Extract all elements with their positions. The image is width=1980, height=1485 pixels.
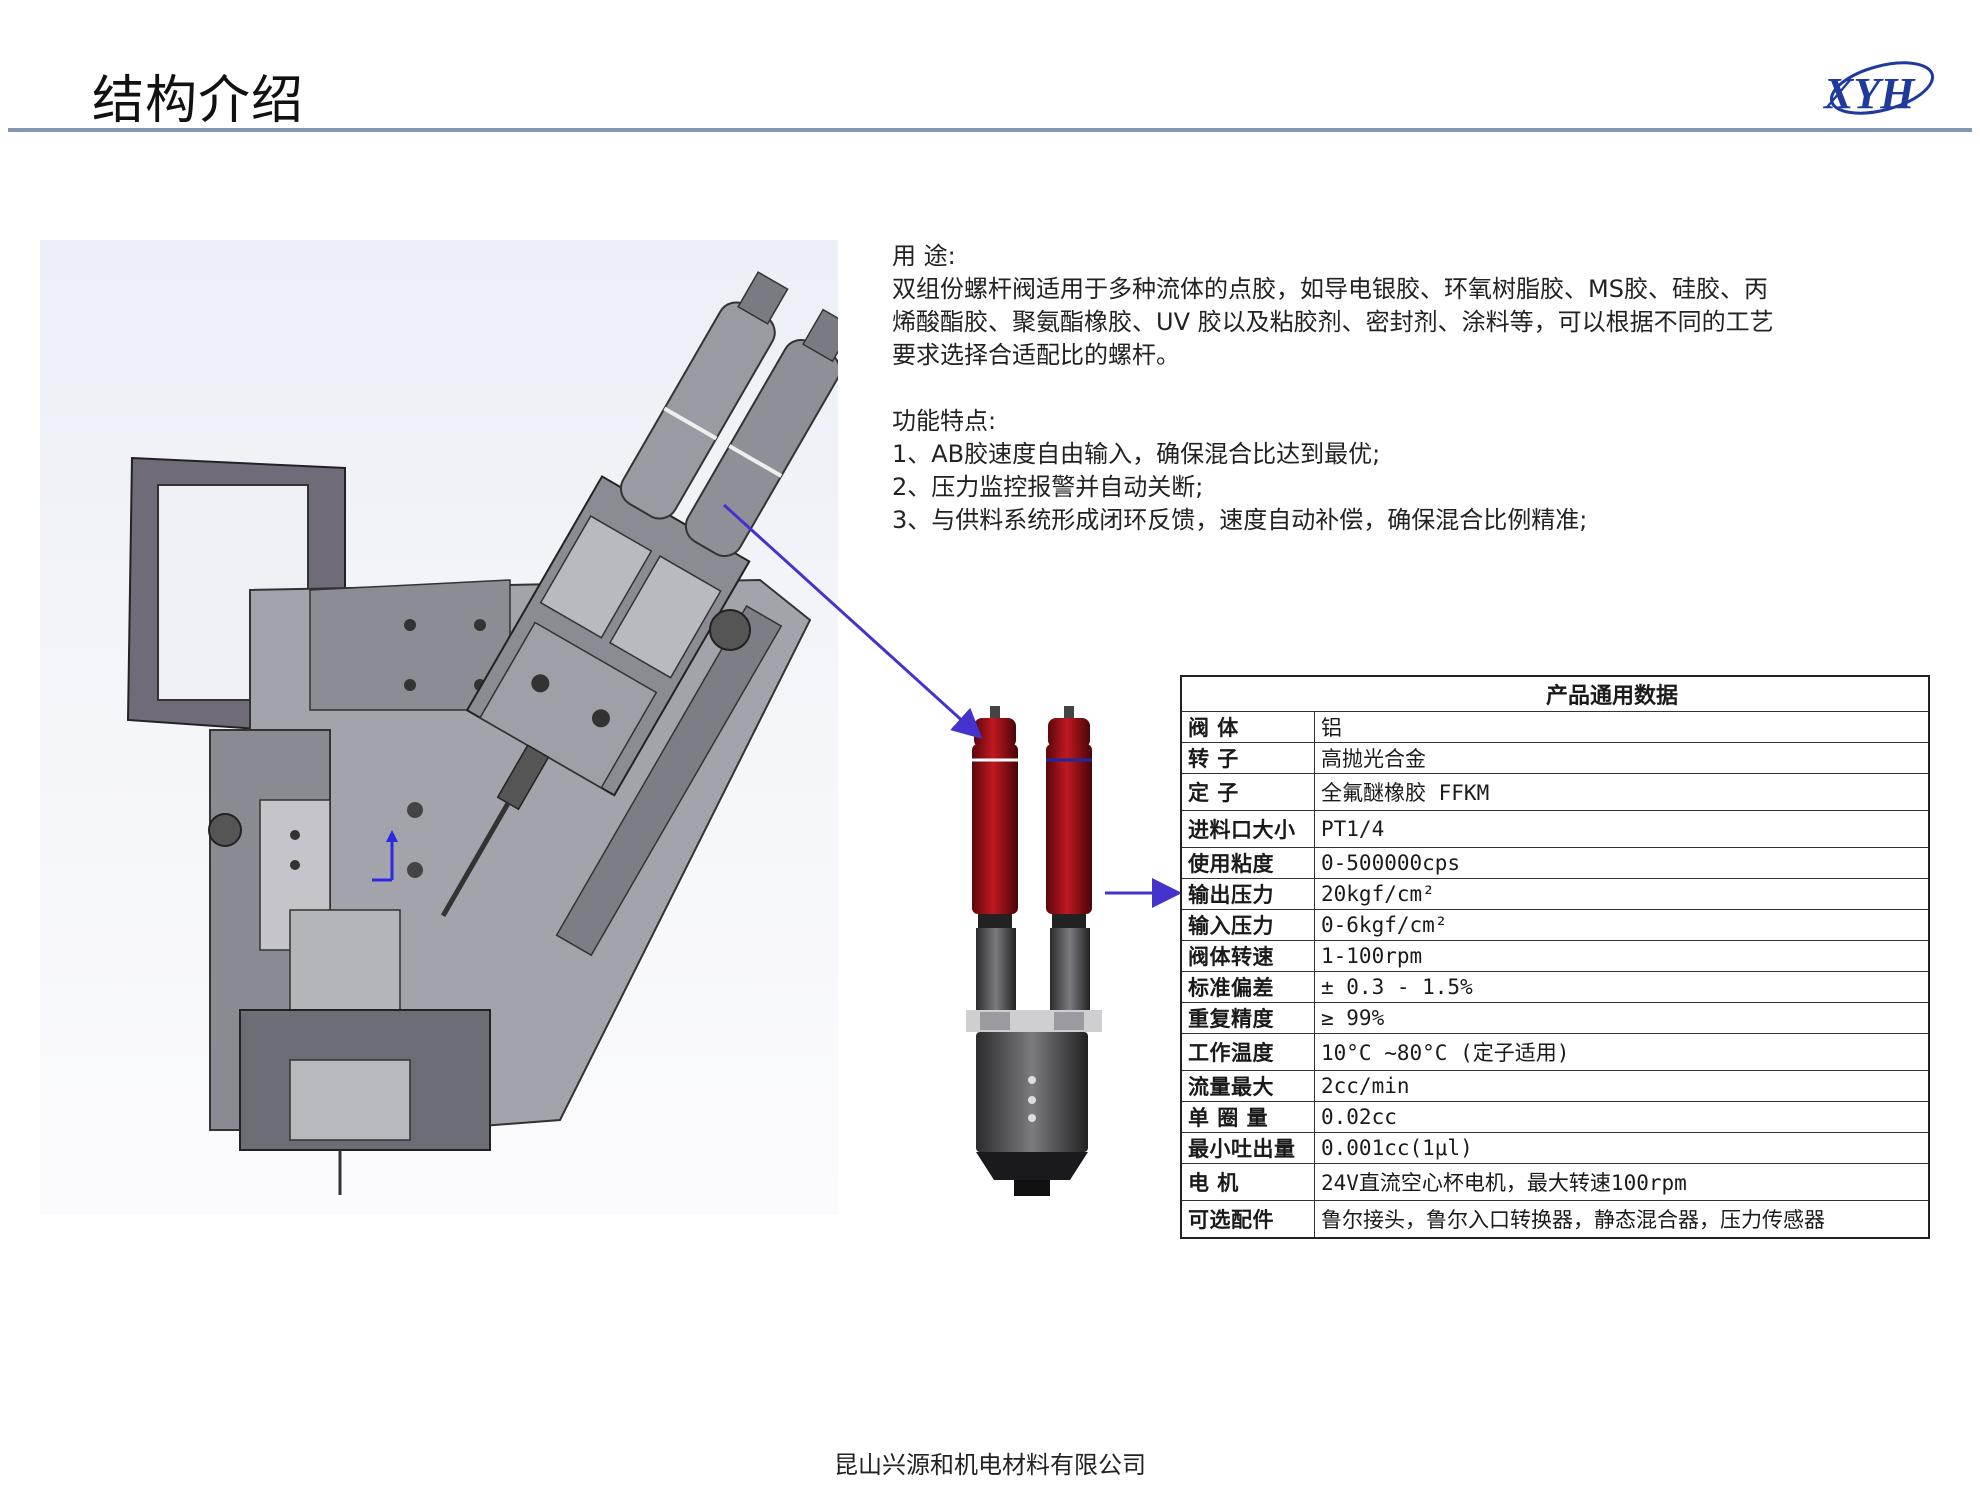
features-heading: 功能特点: [892, 407, 997, 435]
page-title: 结构介绍 [92, 71, 305, 131]
table-row: 可选配件鲁尔接头，鲁尔入口转换器，静态混合器，压力传感器 [1180, 1200, 1930, 1239]
company-logo: XYH [1812, 46, 1942, 126]
dual-valve-icon [966, 706, 1102, 1196]
dual-valve-photo [950, 700, 1180, 1210]
header-divider [8, 128, 1972, 132]
description-block: 用 途: 双组份螺杆阀适用于多种流体的点胶，如导电银胶、环氧树脂胶、MS胶、硅胶… [892, 240, 1912, 537]
table-row: 重复精度≥ 99% [1180, 1002, 1930, 1034]
footer-company: 昆山兴源和机电材料有限公司 [834, 1451, 1146, 1479]
table-row: 转 子高抛光合金 [1180, 742, 1930, 774]
assembly-cad-icon [126, 271, 838, 1195]
table-row: 阀 体铝 [1180, 711, 1930, 743]
spec-table: 产品通用数据 阀 体铝 转 子高抛光合金 定 子全氟醚橡胶 FFKM 进料口大小… [1180, 675, 1930, 1239]
logo-x: XYH [1822, 69, 1916, 118]
usage-line: 双组份螺杆阀适用于多种流体的点胶，如导电银胶、环氧树脂胶、MS胶、硅胶、丙 [892, 275, 1768, 303]
usage-heading: 用 途: [892, 242, 956, 270]
feature-item: 1、AB胶速度自由输入，确保混合比达到最优; [892, 440, 1381, 468]
table-row: 标准偏差± 0.3 - 1.5% [1180, 971, 1930, 1003]
table-row: 定 子全氟醚橡胶 FFKM [1180, 773, 1930, 811]
feature-item: 2、压力监控报警并自动关断; [892, 473, 1204, 501]
spec-table-title: 产品通用数据 [1180, 675, 1930, 712]
cad-assembly-image [40, 240, 838, 1215]
feature-item: 3、与供料系统形成闭环反馈，速度自动补偿，确保混合比例精准; [892, 506, 1588, 534]
usage-line: 烯酸酯胶、聚氨酯橡胶、UV 胶以及粘胶剂、密封剂、涂料等，可以根据不同的工艺 [892, 308, 1774, 336]
usage-line: 要求选择合适配比的螺杆。 [892, 341, 1180, 369]
